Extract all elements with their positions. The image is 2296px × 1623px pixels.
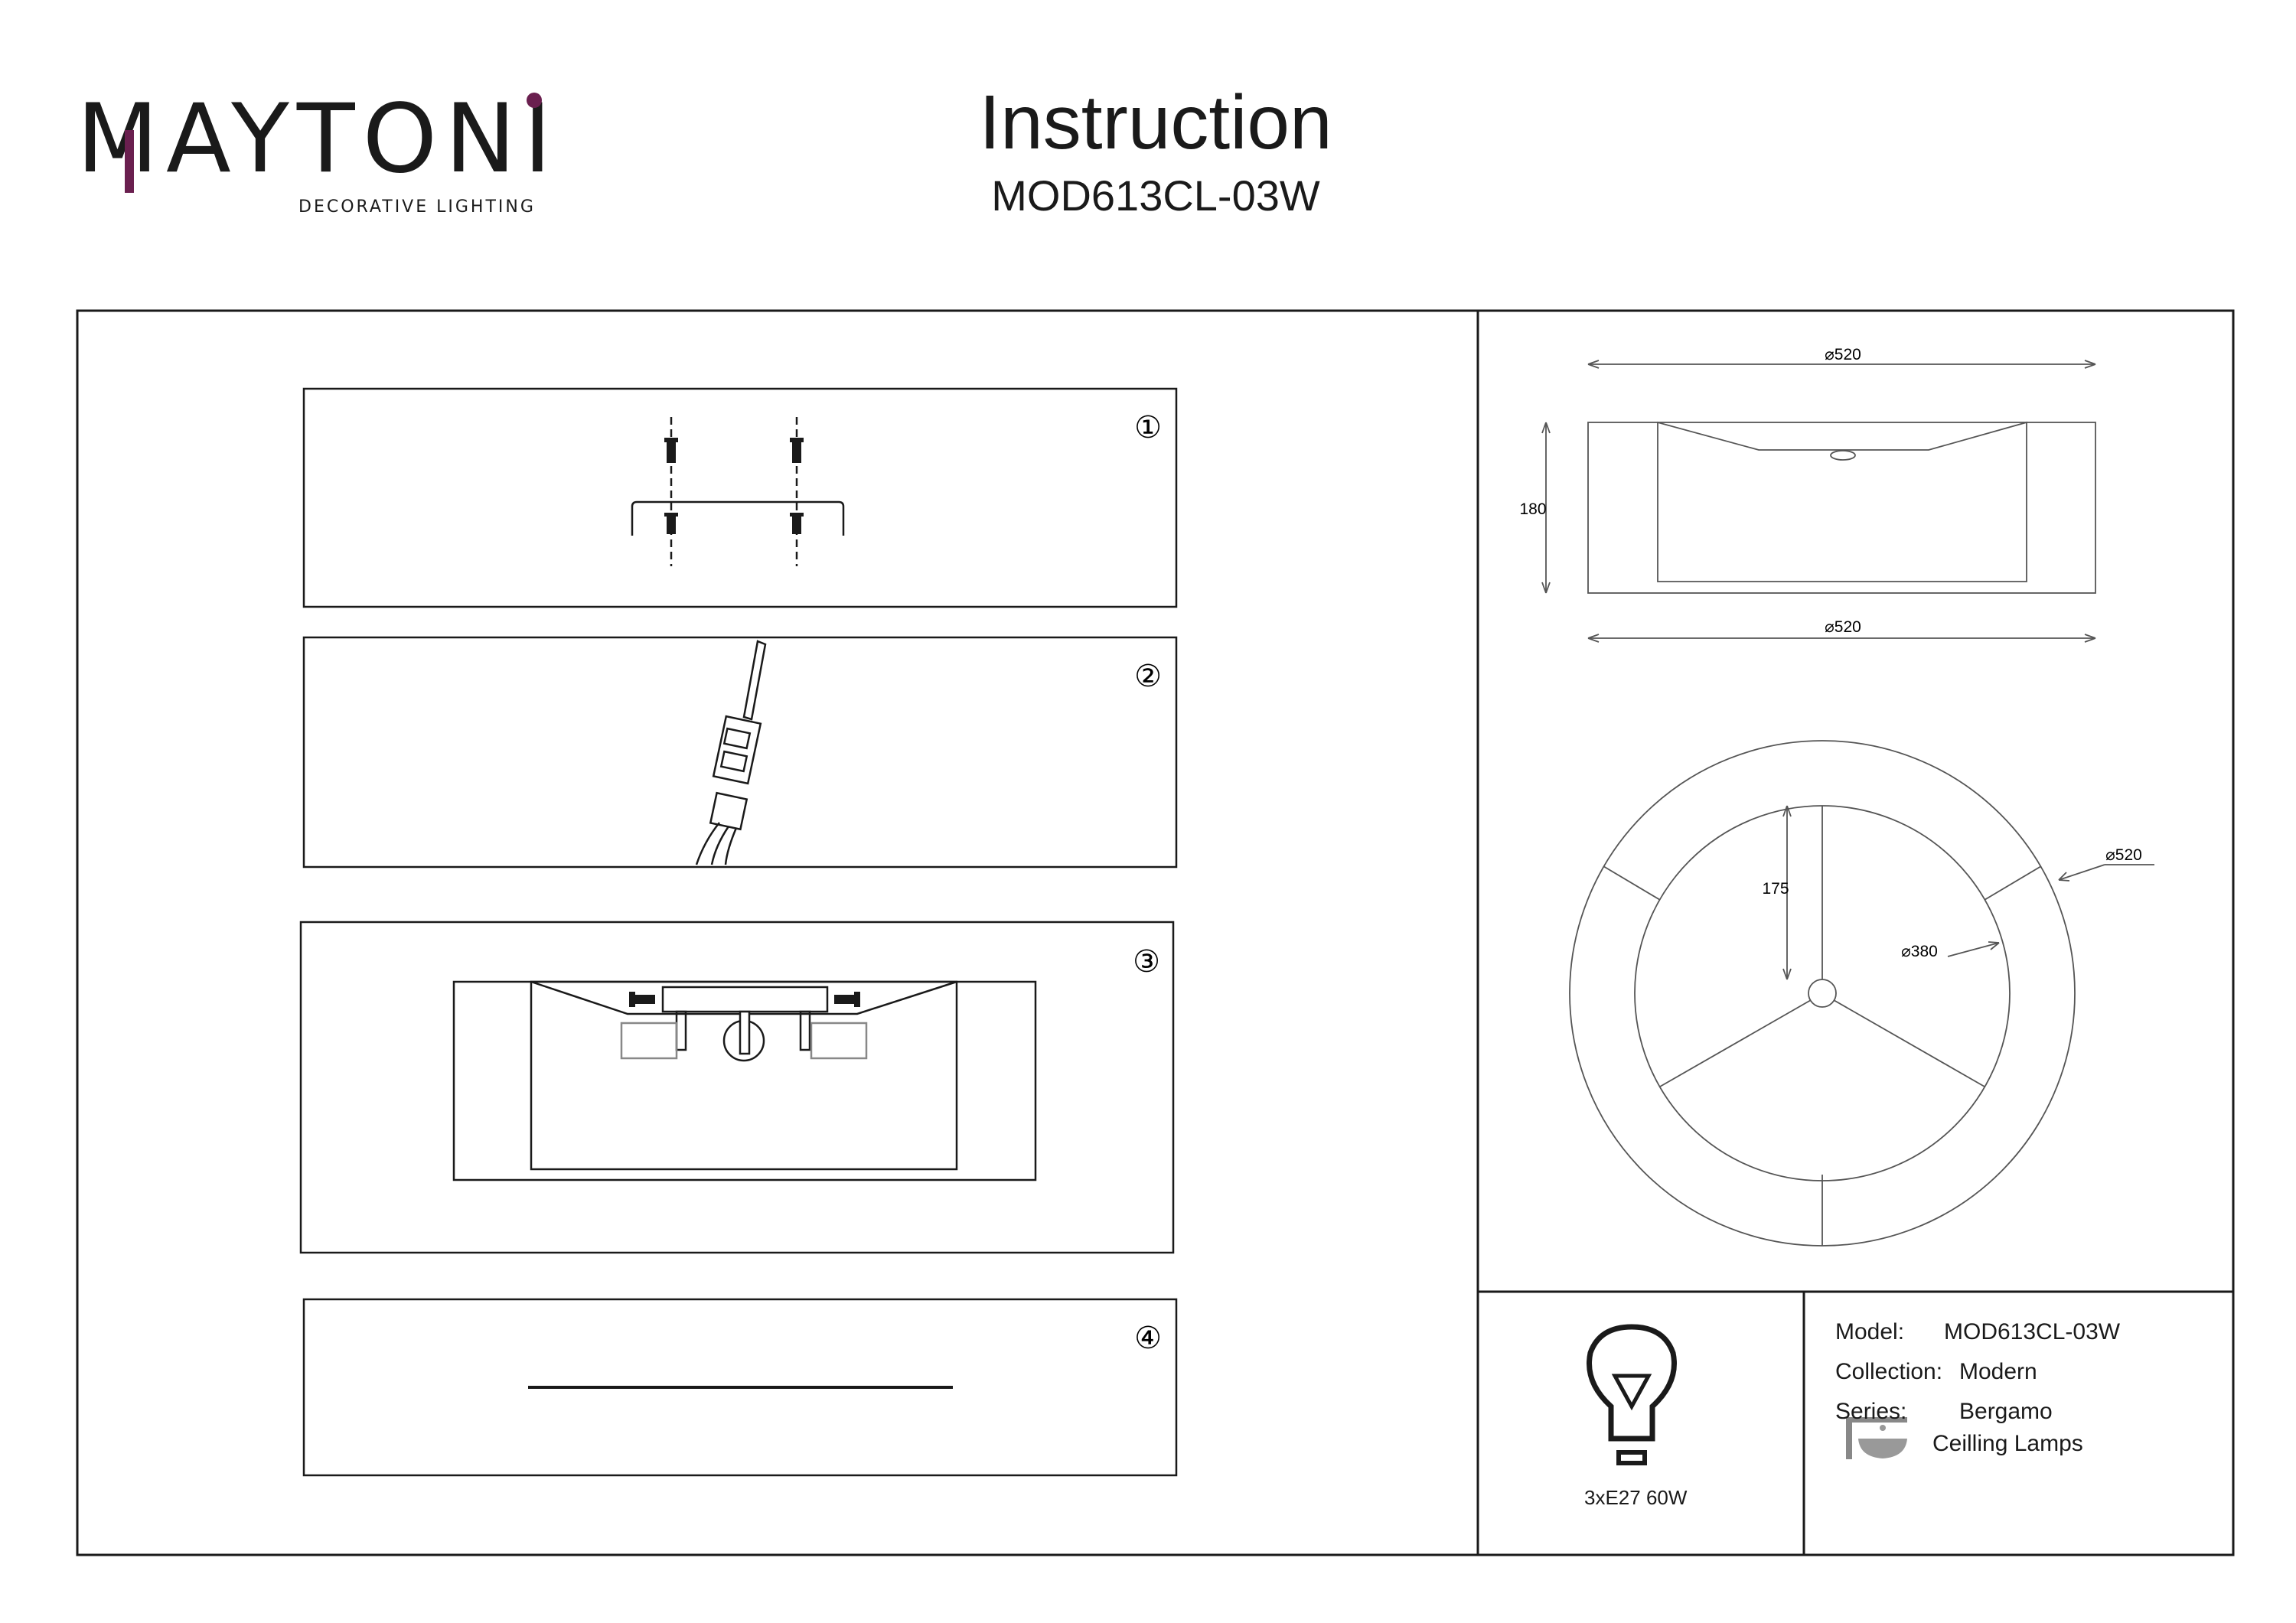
mounting-bracket [631, 417, 845, 566]
series-label: Series: [1835, 1399, 1907, 1424]
lamp-assembly-section [452, 980, 1037, 1181]
model-value: MOD613CL-03W [1944, 1319, 2121, 1344]
step-3-panel: ③ [299, 921, 1175, 1254]
dim-outer-diameter: ⌀520 [2105, 846, 2142, 864]
light-bulb-icon [1587, 1324, 1677, 1465]
step-3-number: ③ [1133, 945, 1160, 979]
model-code-heading: MOD613CL-03W [991, 171, 1320, 220]
logo-accent-bar [125, 130, 134, 193]
dim-top-width: ⌀520 [1825, 346, 1861, 363]
wire-connector-icon [695, 640, 767, 865]
dim-bottom-width: ⌀520 [1825, 618, 1861, 636]
plan-view-drawing [1569, 740, 2154, 1247]
step-2-panel: ② [302, 636, 1178, 869]
brand-tagline: DECORATIVE LIGHTING [298, 197, 536, 217]
lamp-type-value: Ceilling Lamps [1932, 1431, 2083, 1456]
screw-icon [664, 438, 804, 534]
ceiling-lamp-icon [1846, 1417, 1907, 1459]
brand-logo: MAYTONI DECORATIVE LIGHTING [77, 92, 566, 230]
step-4-panel: ④ [302, 1298, 1178, 1477]
collection-label: Collection: [1835, 1359, 1943, 1384]
collection-value: Modern [1959, 1359, 2037, 1384]
page-title: Instruction [979, 80, 1332, 165]
lamp-spec: 3xE27 60W [1584, 1486, 1688, 1509]
series-value: Bergamo [1959, 1399, 2053, 1424]
model-label: Model: [1835, 1319, 1905, 1344]
dim-radius: 175 [1762, 880, 1789, 898]
dim-inner-diameter: ⌀380 [1901, 943, 1938, 960]
dim-height: 180 [1519, 500, 1546, 518]
outer-frame [76, 309, 2235, 1556]
logo-accent-dot [527, 93, 542, 108]
brand-name: MAYTONI [77, 84, 559, 194]
step-1-panel: ① [302, 387, 1178, 608]
step-1-number: ① [1134, 411, 1162, 445]
screw-icon [629, 992, 860, 1007]
step-4-number: ④ [1134, 1322, 1162, 1355]
step-2-number: ② [1134, 660, 1162, 693]
side-elevation-drawing [1541, 360, 2096, 643]
